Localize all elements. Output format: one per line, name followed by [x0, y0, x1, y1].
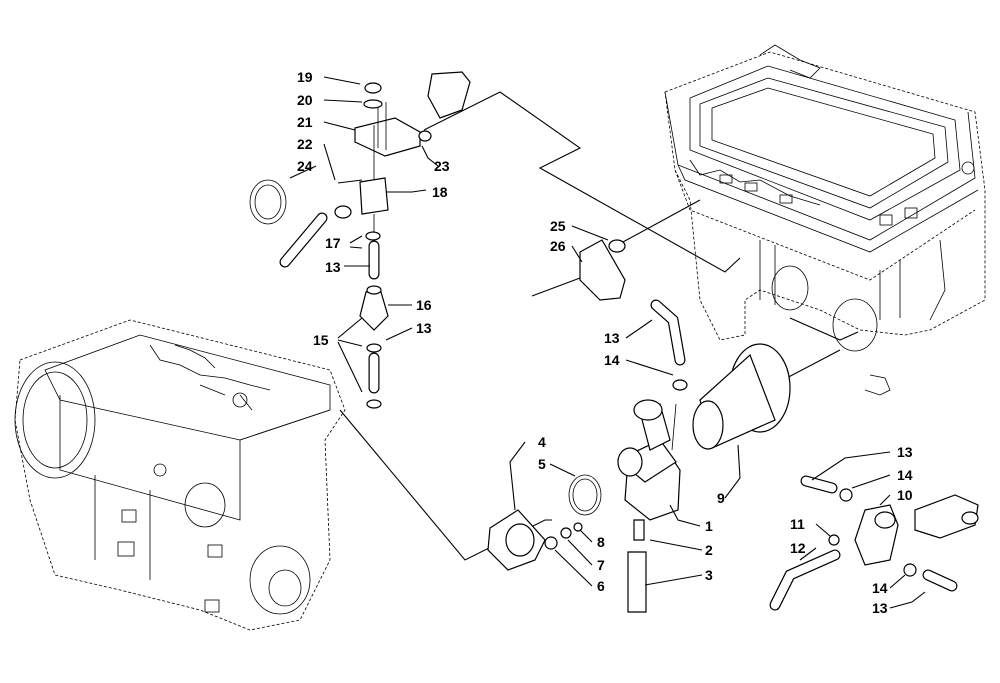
- callout-21: 21: [297, 114, 313, 130]
- callout-14-pump-lower: 14: [872, 580, 888, 596]
- callout-14-pump-upper: 14: [897, 467, 913, 483]
- callout-13-pump-upper: 13: [897, 444, 913, 460]
- callout-10: 10: [897, 487, 913, 503]
- callout-6: 6: [597, 578, 605, 594]
- air-box-assembly: [664, 44, 986, 396]
- callout-11: 11: [790, 516, 805, 532]
- engine-assembly: [14, 319, 346, 631]
- callout-15: 15: [313, 332, 329, 348]
- callout-19: 19: [297, 69, 313, 85]
- fuel-valve-group: [249, 71, 471, 409]
- mount-bracket-group: [531, 239, 626, 301]
- callout-5: 5: [538, 456, 546, 472]
- callout-4: 4: [538, 434, 546, 450]
- fuel-pump-group: [769, 475, 979, 611]
- callout-18: 18: [432, 184, 448, 200]
- callout-8: 8: [597, 534, 605, 550]
- callout-leader-lines: [289, 76, 926, 609]
- callout-25: 25: [550, 218, 566, 234]
- callout-26: 26: [550, 238, 566, 254]
- callout-17: 17: [325, 235, 341, 251]
- callout-24: 24: [297, 158, 313, 174]
- callout-13-pump-lower: 13: [872, 600, 888, 616]
- callout-9: 9: [717, 490, 725, 506]
- carburetor-group: [487, 299, 791, 613]
- callout-1: 1: [705, 518, 713, 534]
- callout-22: 22: [297, 136, 313, 152]
- callout-12: 12: [790, 540, 806, 556]
- callout-16: 16: [416, 297, 432, 313]
- callout-23: 23: [434, 158, 450, 174]
- callout-labels: 19 20 21 22 24 23 18 17 13 16 15 13 25 2…: [297, 69, 913, 616]
- callout-3: 3: [705, 567, 713, 583]
- callout-7: 7: [597, 557, 605, 573]
- callout-14-carb-clamp: 14: [604, 352, 620, 368]
- callout-20: 20: [297, 92, 313, 108]
- callout-13-carb-hose: 13: [604, 330, 620, 346]
- callout-13-valve-hose: 13: [325, 259, 341, 275]
- callout-13-filter-hose: 13: [416, 320, 432, 336]
- callout-2: 2: [705, 542, 713, 558]
